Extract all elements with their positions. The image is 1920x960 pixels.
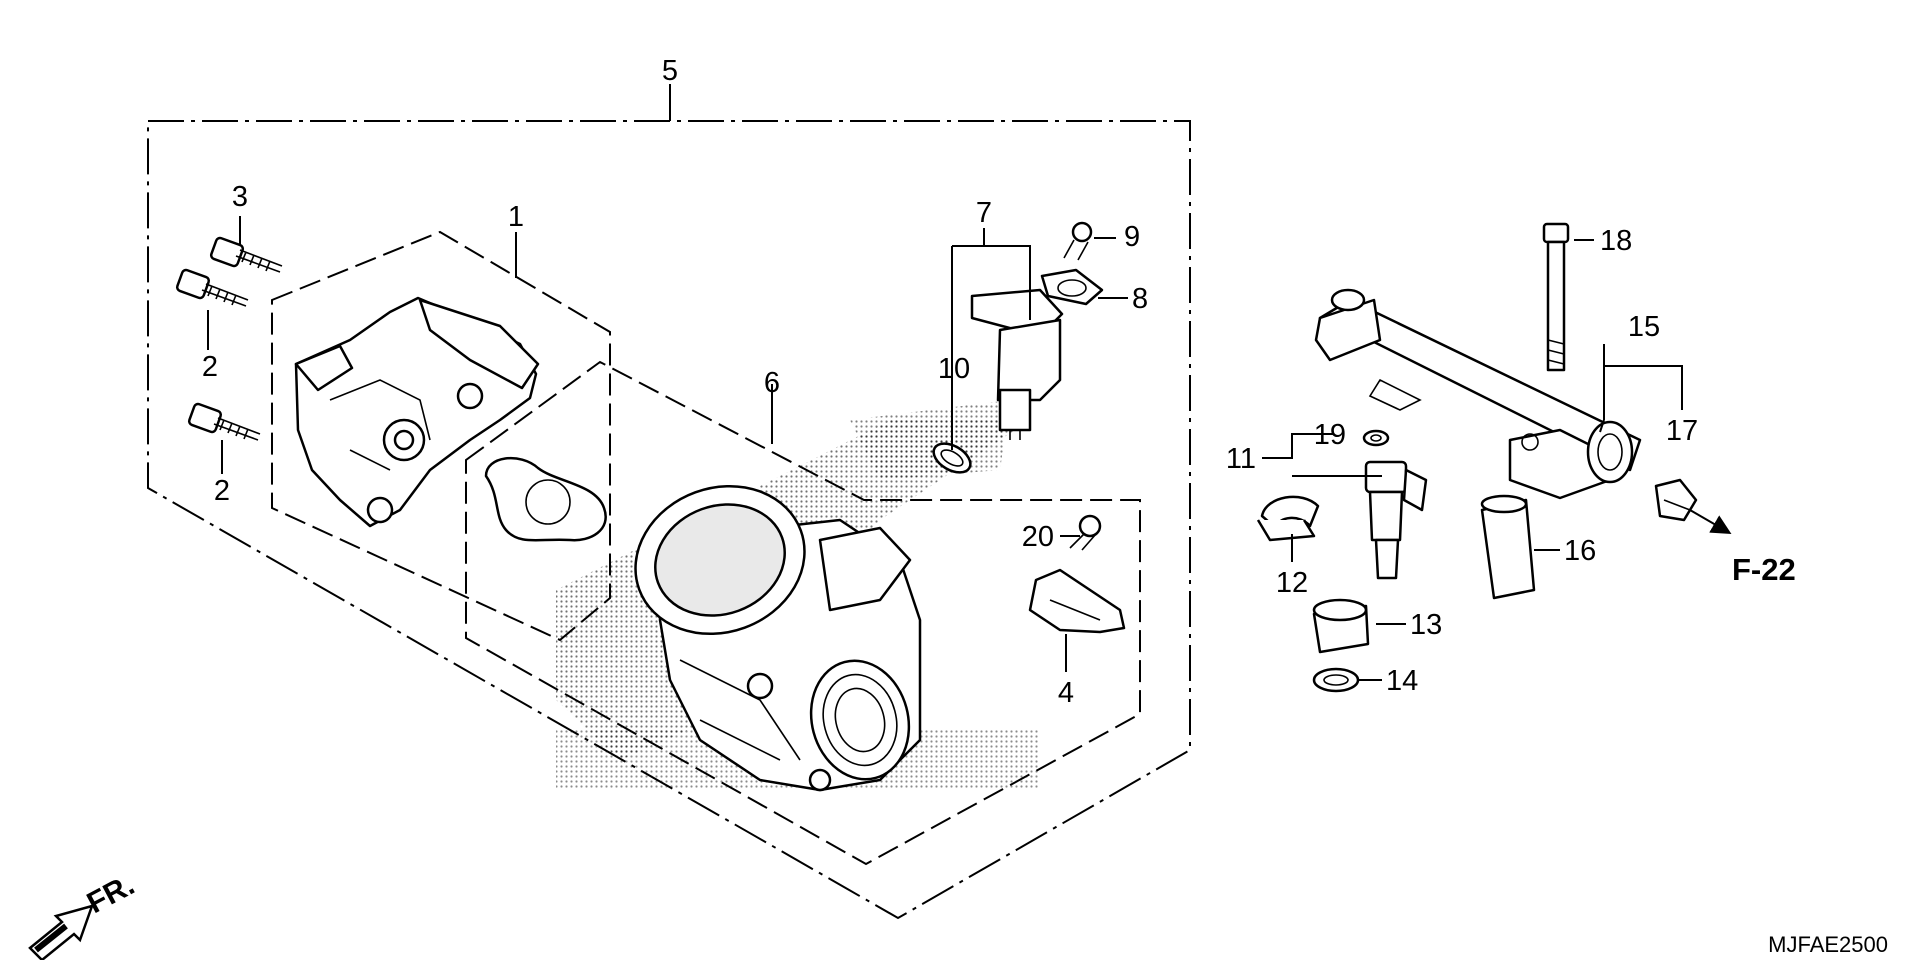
callout-2-upper: 2	[202, 351, 218, 383]
injector-part-11	[1364, 460, 1428, 580]
o-ring-part-19	[1362, 429, 1390, 447]
throttle-body-boundary	[465, 360, 1141, 866]
bracket-part-4	[1028, 568, 1126, 634]
callout-labels: 5 1 3 2 2 6 7 9 8 10 20 4 11 19 12 13 14…	[202, 55, 1698, 709]
gasket-part	[484, 456, 607, 542]
callout-15: 15	[1628, 311, 1660, 343]
sensor-unit-part-1	[294, 296, 540, 528]
callout-14: 14	[1386, 665, 1418, 697]
callout-10: 10	[938, 353, 970, 385]
sensor-part-7	[970, 288, 1064, 440]
fuel-rail-part-15	[1314, 288, 1642, 500]
callout-16: 16	[1564, 535, 1596, 567]
callout-12: 12	[1276, 567, 1308, 599]
reference-arrow-icon	[1689, 509, 1732, 535]
forward-arrow-icon	[28, 904, 94, 960]
clip-part-12	[1256, 495, 1320, 542]
screw-part-9	[1063, 221, 1093, 261]
gasket-part-8	[1040, 268, 1104, 306]
seal-part-13	[1312, 598, 1370, 654]
o-ring-part-10	[932, 442, 972, 474]
callout-11: 11	[1226, 443, 1256, 475]
screw-part-20	[1069, 514, 1102, 551]
callout-3: 3	[232, 181, 248, 213]
callout-13: 13	[1410, 609, 1442, 641]
reference-label: F-22	[1732, 552, 1796, 587]
collar-part-16	[1480, 494, 1536, 600]
bolt-part-3	[209, 236, 283, 273]
callout-19: 19	[1314, 419, 1346, 451]
callout-20: 20	[1022, 521, 1054, 553]
callout-18: 18	[1600, 225, 1632, 257]
callout-8: 8	[1132, 283, 1148, 315]
callout-4: 4	[1058, 677, 1074, 709]
clip-part-17	[1654, 478, 1698, 522]
callout-5: 5	[662, 55, 678, 87]
leader-lines	[207, 84, 1732, 681]
callout-7: 7	[976, 197, 992, 229]
bolt-part-2-upper	[175, 268, 249, 307]
bolt-part-2-lower	[187, 402, 261, 441]
throttle-body-part-6	[634, 484, 922, 792]
callout-1: 1	[508, 201, 524, 233]
callout-9: 9	[1124, 221, 1140, 253]
callout-2-lower: 2	[214, 475, 230, 507]
callout-17: 17	[1666, 415, 1698, 447]
callout-6: 6	[764, 367, 780, 399]
assembly-boundary-5	[147, 120, 1191, 920]
diagram-code: MJFAE2500	[1768, 932, 1888, 957]
bolt-part-18	[1542, 222, 1570, 372]
o-ring-part-14	[1312, 667, 1360, 693]
